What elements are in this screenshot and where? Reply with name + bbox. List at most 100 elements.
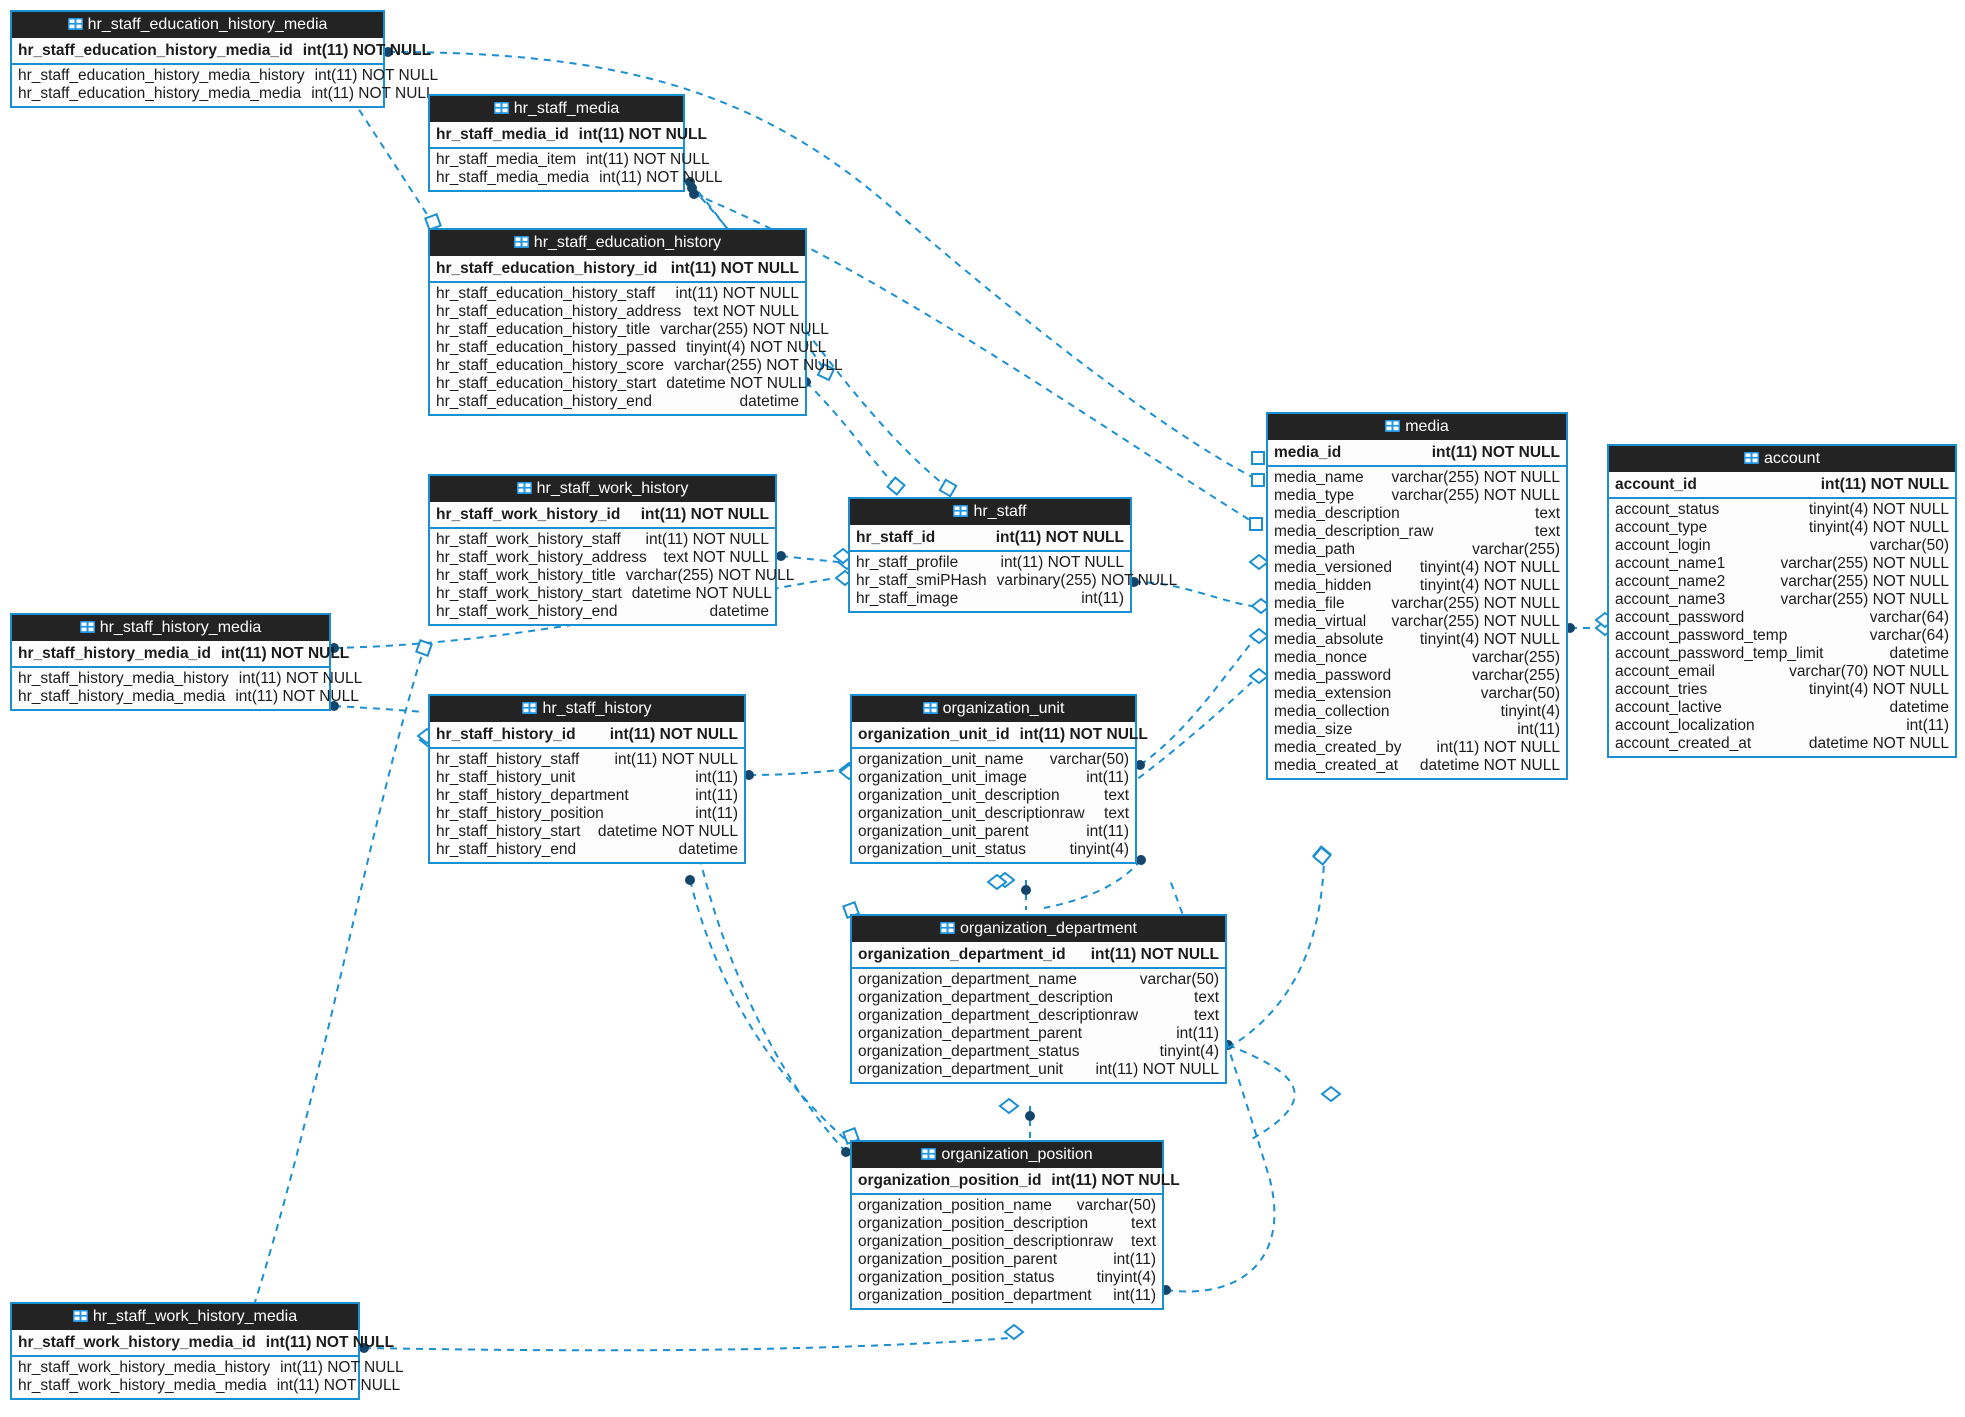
entity-table[interactable]: hr_staff_history_media hr_staff_history_m… — [10, 613, 362, 711]
entity-header[interactable]: hr_staff_education_history — [430, 230, 805, 256]
entity-header[interactable]: organization_department — [852, 916, 1225, 942]
entity-header[interactable]: organization_unit — [852, 696, 1135, 722]
entity-header[interactable]: hr_staff_history — [430, 696, 744, 722]
column-row[interactable]: hr_staff_education_history_media_history… — [12, 67, 438, 85]
entity-header[interactable]: media — [1268, 414, 1566, 440]
entity-header[interactable]: hr_staff_education_history_media — [12, 12, 383, 38]
entity-header[interactable]: hr_staff_history_media — [12, 615, 329, 641]
entity-header[interactable]: organization_position — [852, 1142, 1162, 1168]
entity-header[interactable]: hr_staff_work_history — [430, 476, 775, 502]
entity-header[interactable]: hr_staff — [850, 499, 1130, 525]
entity-header[interactable]: hr_staff_work_history_media — [12, 1304, 358, 1330]
